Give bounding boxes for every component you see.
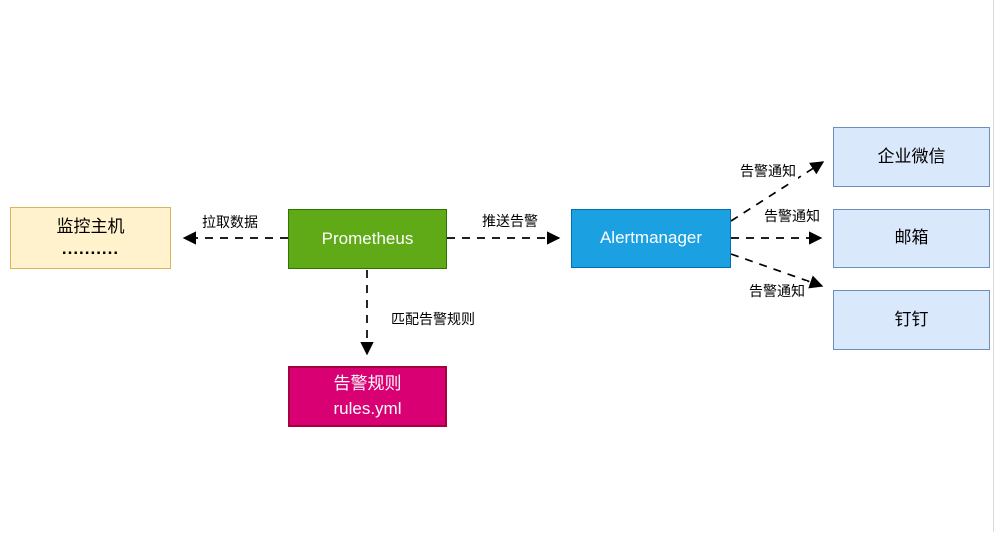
node-wechat-work-label: 企业微信 — [877, 146, 946, 166]
node-email: 邮箱 — [833, 209, 990, 268]
edge-label-push-alert: 推送告警 — [480, 211, 540, 231]
node-prometheus-label: Prometheus — [321, 228, 414, 248]
node-monitored-host: 监控主机 .......... — [10, 207, 171, 269]
node-email-label: 邮箱 — [894, 228, 929, 248]
edge-label-notify-ding: 告警通知 — [747, 281, 807, 301]
node-dingtalk-label: 钉钉 — [894, 309, 929, 329]
node-alert-rules: 告警规则 rules.yml — [288, 366, 447, 427]
node-alertmanager: Alertmanager — [571, 209, 731, 268]
node-wechat-work: 企业微信 — [833, 127, 990, 187]
edge-label-match-rules: 匹配告警规则 — [389, 309, 477, 329]
node-dingtalk: 钉钉 — [833, 290, 990, 350]
edge-label-pull-data: 拉取数据 — [200, 212, 260, 232]
node-prometheus: Prometheus — [288, 209, 447, 269]
node-monitored-host-label: 监控主机 — [56, 216, 125, 236]
node-monitored-host-dots: .......... — [61, 238, 120, 258]
edge-label-notify-wechat: 告警通知 — [738, 161, 798, 181]
window-edge — [993, 0, 994, 532]
node-alert-rules-filename: rules.yml — [333, 398, 402, 418]
node-alert-rules-label: 告警规则 — [333, 373, 402, 393]
node-alertmanager-label: Alertmanager — [599, 228, 703, 248]
edge-label-notify-mail: 告警通知 — [762, 206, 822, 226]
